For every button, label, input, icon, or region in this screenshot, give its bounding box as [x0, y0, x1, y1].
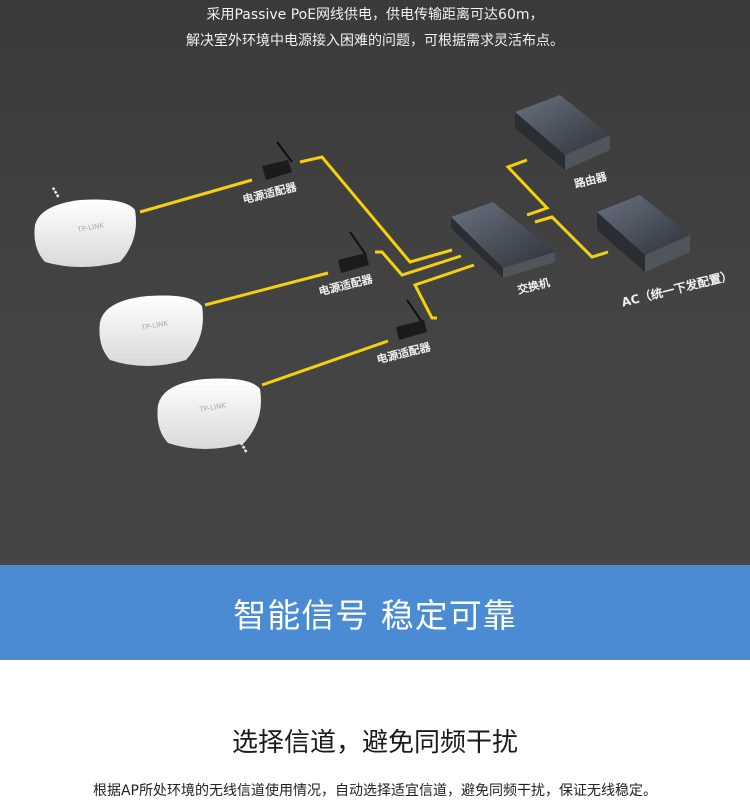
power-adapter-1 [262, 141, 293, 180]
intro-line-2: 解决室外环境中电源接入困难的问题，可根据需求灵活布点。 [186, 33, 564, 49]
cable-switch-router [505, 158, 550, 217]
cable-adapter1-switch [299, 155, 453, 264]
intro-line-1: 采用Passive PoE网线供电，供电传输距离可达60m， [206, 7, 544, 23]
router-device [515, 95, 610, 170]
access-point-1: TP-LINK [34, 199, 136, 267]
access-point-3: TP-LINK [157, 378, 261, 449]
section-description: 根据AP所处环境的无线信道使用情况，自动选择适宜信道，避免同频干扰，保证无线稳定… [92, 783, 658, 799]
network-diagram: TP-LINK TP-LINK TP-LINK ⋮ ⋮ [34, 95, 690, 459]
power-adapter-2 [338, 231, 369, 273]
access-point-2: TP-LINK [99, 295, 203, 366]
more-aps-top: ⋮ [46, 183, 66, 204]
section-title: 选择信道，避免同频干扰 [231, 728, 518, 758]
power-adapter-3 [396, 299, 427, 340]
switch-device [451, 202, 555, 278]
cable-adapter2-switch [375, 250, 462, 277]
cable-adapter3-switch [412, 263, 475, 320]
cable-ap1-adapter [139, 178, 253, 214]
diagram-background [0, 0, 750, 565]
ac-device [597, 195, 690, 272]
banner: 智能信号 稳定可靠 [0, 565, 750, 660]
cable-ap2-adapter [204, 271, 329, 307]
cables [139, 155, 609, 387]
banner-title: 智能信号 稳定可靠 [233, 595, 517, 635]
cable-switch-ac [534, 215, 609, 259]
cable-ap3-adapter [261, 339, 389, 387]
more-aps-bottom: ⋮ [234, 438, 254, 459]
